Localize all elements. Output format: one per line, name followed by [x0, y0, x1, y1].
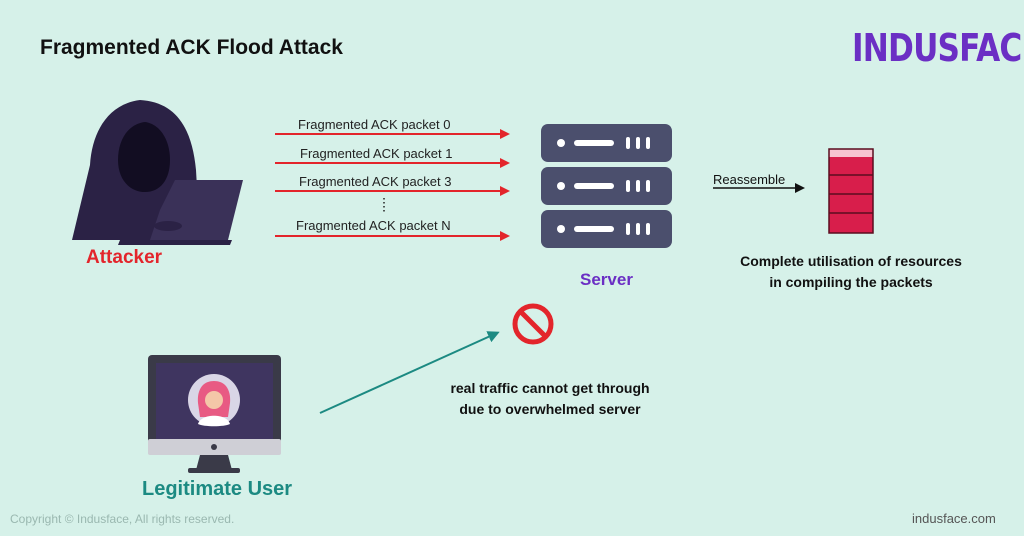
packet-label-n: Fragmented ACK packet N	[296, 218, 451, 233]
utilisation-caption: Complete utilisation of resources in com…	[700, 251, 1002, 293]
blocked-line-2: due to overwhelmed server	[459, 401, 641, 417]
blocked-line-1: real traffic cannot get through	[450, 380, 650, 396]
utilisation-line-2: in compiling the packets	[769, 274, 933, 290]
packet-label-1: Fragmented ACK packet 1	[300, 146, 453, 161]
utilisation-line-1: Complete utilisation of resources	[740, 253, 962, 269]
packet-label-3: Fragmented ACK packet 3	[299, 174, 452, 189]
attacker-icon	[72, 100, 243, 245]
reassemble-label: Reassemble	[713, 172, 786, 187]
page-title: Fragmented ACK Flood Attack	[40, 36, 343, 59]
brand-logo: INDUSFACETM	[852, 26, 1024, 70]
blocked-icon	[512, 303, 554, 345]
legit-user-monitor-icon	[148, 355, 281, 473]
packet-label-0: Fragmented ACK packet 0	[298, 117, 451, 132]
blocked-caption: real traffic cannot get through due to o…	[418, 378, 682, 420]
server-label: Server	[580, 270, 633, 289]
legit-traffic-arrow	[319, 331, 500, 414]
legit-user-label: Legitimate User	[142, 478, 293, 500]
attack-arrows	[275, 129, 510, 241]
site-link[interactable]: indusface.com	[912, 511, 996, 526]
attacker-label: Attacker	[86, 247, 163, 268]
resource-buffer-icon	[828, 148, 874, 234]
logo-text: INDUSFACE	[852, 26, 1024, 70]
copyright-text: Copyright © Indusface, All rights reserv…	[10, 512, 235, 526]
server-icon	[541, 124, 672, 248]
